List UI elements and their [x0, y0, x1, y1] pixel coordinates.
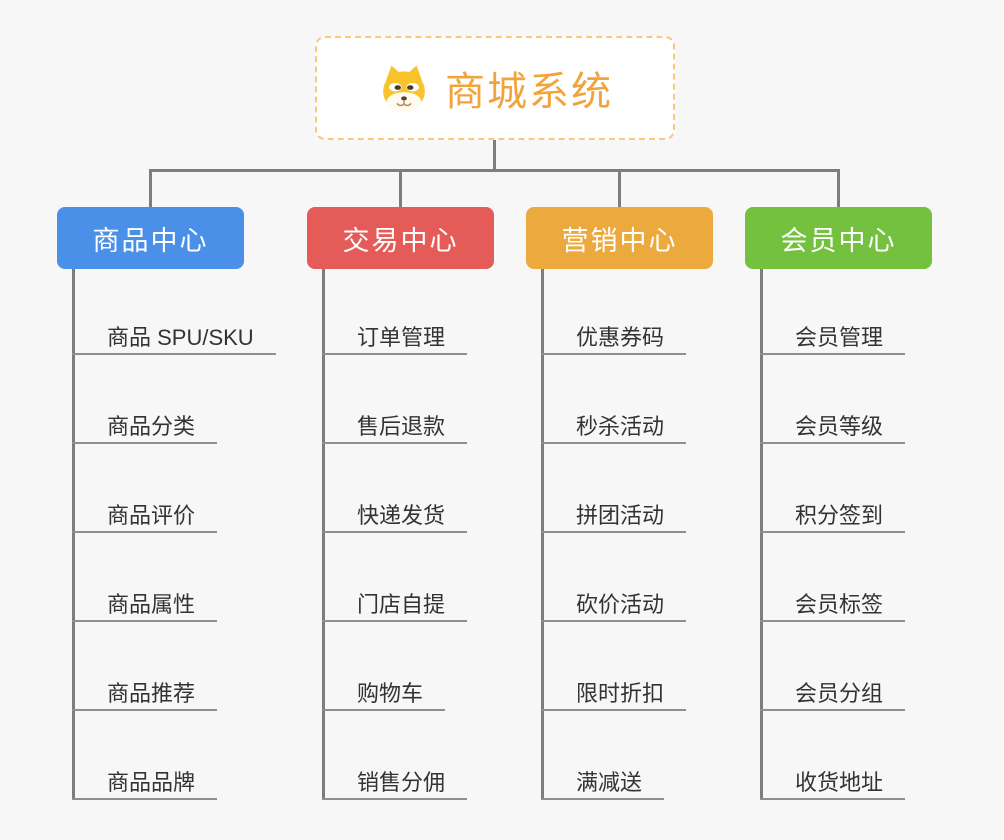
connector-horizontal-line [149, 169, 840, 172]
root-title: 商城系统 [445, 70, 613, 114]
leaf-node[interactable]: 商品评价 [72, 493, 218, 533]
branch-label: 会员中心 [780, 225, 897, 256]
leaf-node[interactable]: 售后退款 [322, 404, 468, 444]
branch-node-4[interactable]: 会员中心 [745, 207, 932, 269]
branch-trunk-line [760, 269, 763, 800]
connector-drop-line-1 [149, 169, 152, 207]
leaf-node[interactable]: 会员标签 [760, 582, 906, 622]
root-node[interactable]: 商城系统 [315, 36, 675, 140]
branch-node-2[interactable]: 交易中心 [307, 207, 494, 269]
branch-trunk-line [72, 269, 75, 800]
connector-drop-line-4 [837, 169, 840, 207]
connector-drop-line-3 [618, 169, 621, 207]
leaf-node[interactable]: 商品 SPU/SKU [72, 315, 276, 355]
branch-label: 交易中心 [342, 225, 459, 256]
leaf-node[interactable]: 购物车 [322, 671, 446, 711]
leaf-node[interactable]: 会员分组 [760, 671, 906, 711]
leaf-node[interactable]: 商品品牌 [72, 760, 218, 800]
branch-trunk-line [322, 269, 325, 800]
branch-node-1[interactable]: 商品中心 [57, 207, 244, 269]
leaf-node[interactable]: 秒杀活动 [541, 404, 687, 444]
leaf-node[interactable]: 门店自提 [322, 582, 468, 622]
dog-face-icon [377, 63, 431, 113]
branch-node-3[interactable]: 营销中心 [526, 207, 713, 269]
leaf-node[interactable]: 快递发货 [322, 493, 468, 533]
leaf-node[interactable]: 砍价活动 [541, 582, 687, 622]
connector-drop-line-2 [399, 169, 402, 207]
leaf-node[interactable]: 商品属性 [72, 582, 218, 622]
leaf-node[interactable]: 会员等级 [760, 404, 906, 444]
branch-trunk-line [541, 269, 544, 800]
leaf-node[interactable]: 优惠券码 [541, 315, 687, 355]
leaf-node[interactable]: 积分签到 [760, 493, 906, 533]
leaf-node[interactable]: 销售分佣 [322, 760, 468, 800]
branch-label: 营销中心 [561, 225, 678, 256]
leaf-node[interactable]: 商品分类 [72, 404, 218, 444]
root-connector-line [493, 140, 496, 171]
leaf-node[interactable]: 商品推荐 [72, 671, 218, 711]
leaf-node[interactable]: 收货地址 [760, 760, 906, 800]
leaf-node[interactable]: 订单管理 [322, 315, 468, 355]
leaf-node[interactable]: 限时折扣 [541, 671, 687, 711]
leaf-node[interactable]: 满减送 [541, 760, 665, 800]
branch-label: 商品中心 [92, 225, 209, 256]
leaf-node[interactable]: 会员管理 [760, 315, 906, 355]
leaf-node[interactable]: 拼团活动 [541, 493, 687, 533]
